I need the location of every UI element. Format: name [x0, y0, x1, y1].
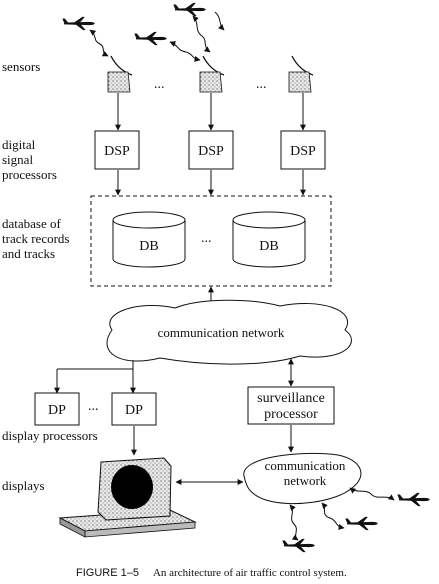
radar-link-arrow	[89, 29, 109, 57]
dsp-box: DSP	[188, 130, 234, 170]
secondary-network-label-line-2: network	[284, 473, 327, 488]
dsp-box: DSP	[94, 130, 140, 170]
dp-box: DP	[34, 392, 80, 426]
radio-link-arrow	[349, 487, 395, 501]
db-cylinder: DB	[112, 211, 186, 268]
aircraft-icon	[134, 31, 167, 46]
dsp-label: DSP	[104, 144, 130, 159]
radar-sensor-icon	[288, 55, 314, 93]
ellipsis-dp: ...	[88, 399, 99, 414]
surveillance-label-line-1: surveillance	[257, 391, 325, 406]
radar-sensor-icon	[199, 55, 225, 93]
database-boundary	[90, 195, 332, 287]
aircraft-icon	[173, 2, 206, 17]
aircraft-icon	[62, 16, 95, 31]
dsp-label: DSP	[198, 144, 224, 159]
aircraft-icon	[282, 538, 315, 553]
aircraft-icon	[345, 516, 378, 531]
dp-label: DP	[125, 403, 143, 418]
db-label: DB	[139, 239, 158, 254]
label-db-line-3: and tracks	[2, 246, 55, 261]
label-sensors: sensors	[2, 59, 40, 74]
label-db-line-2: track records	[2, 231, 70, 246]
figure-caption: FIGURE 1–5 An architecture of air traffi…	[76, 563, 347, 580]
aircraft-icon	[397, 492, 430, 507]
dsp-box: DSP	[280, 130, 326, 170]
surveillance-processor-box: surveillance processor	[247, 386, 335, 425]
ellipsis-sensors: ...	[256, 77, 267, 92]
dp-label: DP	[48, 403, 66, 418]
label-db-line-1: database of	[2, 216, 62, 231]
dp-box: DP	[111, 392, 157, 426]
radar-screen	[111, 465, 153, 509]
label-dsp-line-2: signal	[2, 152, 33, 167]
communication-network-cloud	[106, 299, 352, 365]
secondary-network-label-line-1: communication	[265, 458, 346, 473]
db-label: DB	[259, 239, 278, 254]
radar-link-arrow	[192, 15, 211, 53]
radar-link-arrow	[169, 41, 201, 62]
display-console-icon	[58, 457, 197, 538]
label-dsp-line-1: digital	[2, 137, 36, 152]
label-displays: displays	[2, 478, 45, 493]
dsp-label: DSP	[290, 144, 316, 159]
ellipsis-sensors: ...	[154, 77, 165, 92]
radio-link-arrow	[289, 504, 299, 541]
label-display-processors: display processors	[2, 428, 98, 443]
radar-sensor-icon	[107, 55, 133, 93]
ellipsis-db: ...	[201, 231, 212, 246]
surveillance-label-line-2: processor	[264, 407, 318, 422]
communication-network-label: communication network	[158, 325, 285, 340]
radio-link-arrow	[321, 502, 345, 530]
figure-caption-text: An architecture of air traffic control s…	[153, 567, 347, 579]
db-cylinder: DB	[232, 211, 306, 268]
radar-link-arrow	[214, 11, 225, 31]
label-dsp-line-3: processors	[2, 167, 57, 182]
figure-number: FIGURE 1–5	[76, 567, 139, 579]
